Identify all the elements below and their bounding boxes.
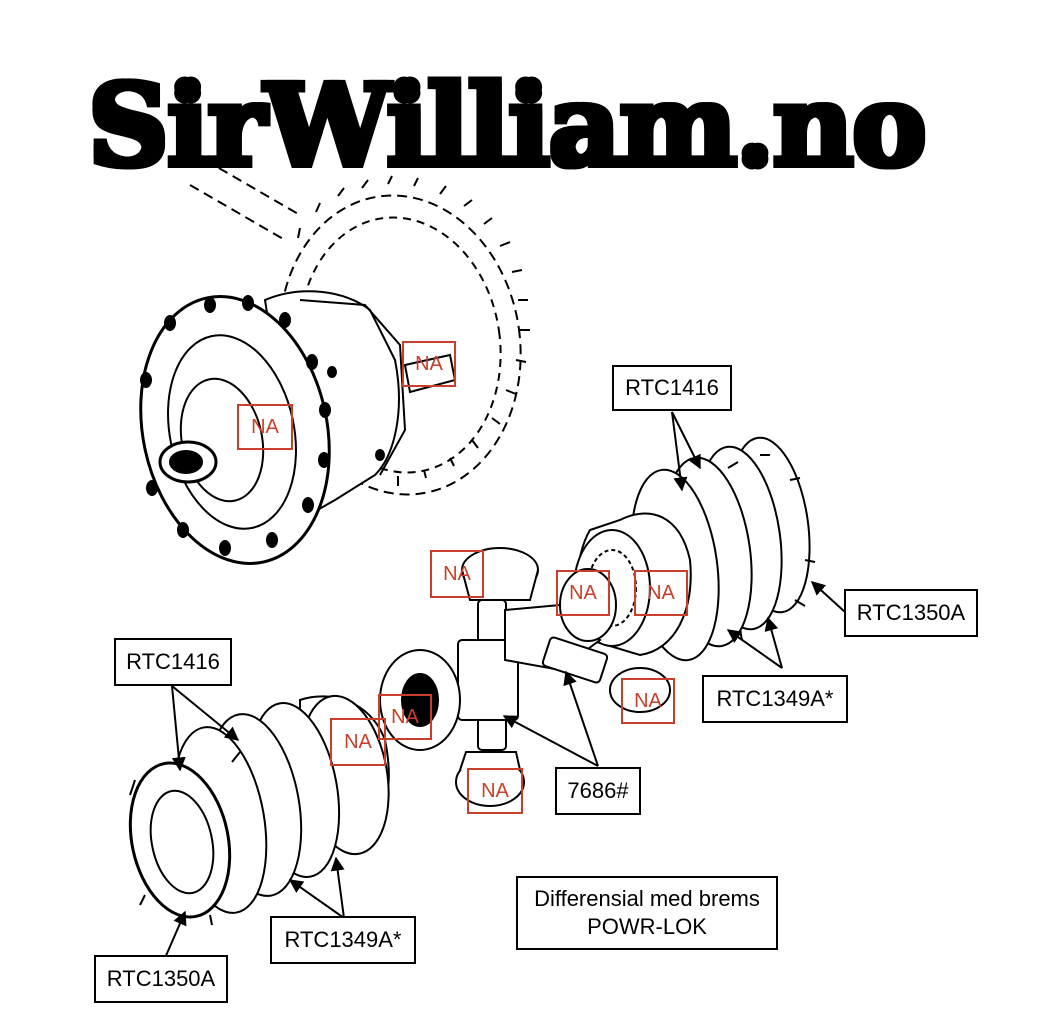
arrow-left-rtc1416-a xyxy=(171,685,186,772)
arrow-left-rtc1350a xyxy=(164,910,187,959)
differential-housing-drawing xyxy=(139,159,530,565)
arrow-right-rtc1350a xyxy=(810,581,846,613)
na-marker: NA xyxy=(330,718,386,766)
arrow-left-rtc1349a-b xyxy=(330,856,345,919)
na-marker: NA xyxy=(237,404,293,450)
arrow-top-rtc1416-a xyxy=(671,411,688,492)
part-label-rtc1350a-right: RTC1350A xyxy=(844,589,978,637)
caption-line-1: Differensial med brems xyxy=(534,886,760,911)
arrow-right-rtc1349a-a xyxy=(726,629,783,669)
arrow-right-rtc1349a-b xyxy=(764,616,783,669)
arrow-left-rtc1416-b xyxy=(171,685,240,741)
arrow-left-rtc1349a-a xyxy=(288,879,345,919)
part-label-rtc1349a-right: RTC1349A* xyxy=(702,675,848,723)
na-marker: NA xyxy=(467,768,523,814)
na-marker: NA xyxy=(430,550,484,598)
na-marker: NA xyxy=(634,570,688,616)
brand-title: SirWilliam.no xyxy=(88,61,927,192)
part-label-rtc1416-left: RTC1416 xyxy=(114,638,232,686)
arrow-top-rtc1416-b xyxy=(671,411,701,470)
part-label-rtc1350a-left: RTC1350A xyxy=(94,955,228,1003)
na-marker: NA xyxy=(402,341,456,387)
na-marker: NA xyxy=(378,694,432,740)
leader-arrows xyxy=(164,411,846,959)
left-clutch-pack-drawing xyxy=(128,694,390,926)
na-marker: NA xyxy=(621,678,675,724)
part-label-rtc1349a-left: RTC1349A* xyxy=(270,916,416,964)
diagram-caption: Differensial med brems POWR-LOK xyxy=(516,876,778,950)
right-clutch-pack-drawing xyxy=(573,436,816,662)
part-label-rtc1416-top: RTC1416 xyxy=(612,365,732,411)
arrow-7686-b xyxy=(502,715,599,767)
caption-line-2: POWR-LOK xyxy=(587,914,707,939)
differential-spider-drawing xyxy=(379,547,671,807)
na-marker: NA xyxy=(556,570,610,616)
arrow-7686-a xyxy=(563,670,599,767)
part-label-7686: 7686# xyxy=(555,767,641,815)
